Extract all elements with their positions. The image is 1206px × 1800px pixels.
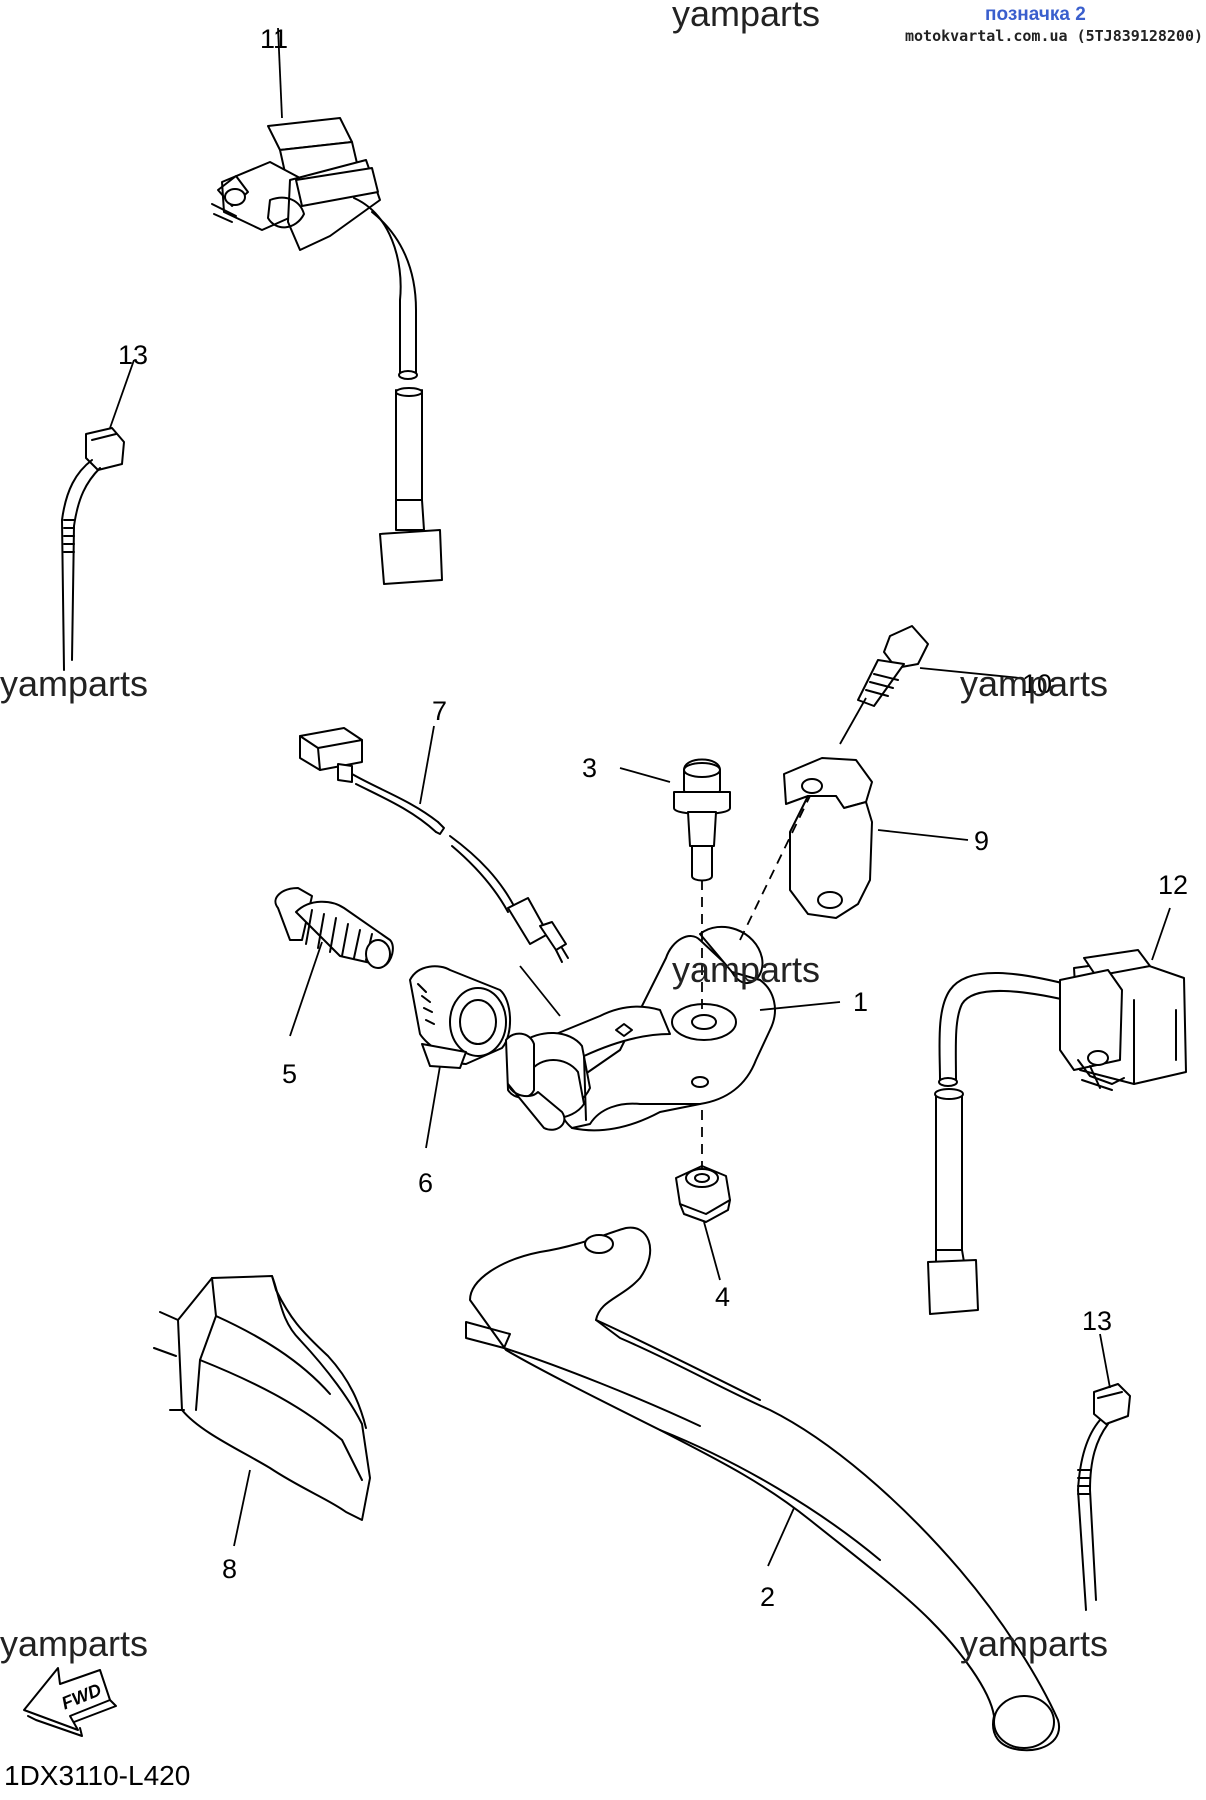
callout-11: 11 — [260, 24, 288, 54]
part-2-lever — [465, 1226, 1061, 1752]
watermark-right-mid: yamparts — [960, 663, 1108, 704]
part-10-bolt — [857, 625, 929, 707]
watermark-top: yamparts — [672, 0, 820, 34]
watermark-center: yamparts — [672, 949, 820, 990]
callout-9: 9 — [974, 826, 989, 856]
diagram-tag: позначка 2 — [985, 4, 1086, 25]
diagram-code: 1DX3110-L420 — [4, 1760, 191, 1791]
callout-7: 7 — [432, 696, 447, 726]
part-3-pivot-bolt — [673, 758, 731, 882]
callout-12: 12 — [1158, 870, 1188, 900]
watermark-left-mid: yamparts — [0, 663, 148, 704]
part-7-switch-lead — [299, 727, 569, 963]
callout-4: 4 — [715, 1282, 730, 1312]
callout-labels: 1 2 3 4 5 6 7 8 9 10 11 12 13 13 — [118, 24, 1188, 1612]
callout-1: 1 — [853, 987, 868, 1017]
callout-3: 3 — [582, 753, 597, 783]
callout-5: 5 — [282, 1059, 297, 1089]
callout-10: 10 — [1022, 669, 1052, 699]
part-8-lever-cover — [153, 1275, 371, 1521]
part-9-clamp — [783, 757, 873, 919]
watermarks: yamparts yamparts yamparts yamparts yamp… — [0, 0, 1108, 1664]
part-13-cable-tie-right — [1077, 1383, 1131, 1611]
part-1-lever-bracket — [505, 925, 776, 1132]
source-credit: motokvartal.com.ua (5TJ839128200) — [905, 27, 1204, 45]
part-12-handlebar-switch — [927, 949, 1187, 1315]
part-5-adjuster-sleeve — [274, 887, 394, 969]
callout-13-right: 13 — [1082, 1306, 1112, 1336]
part-4-nut — [675, 1165, 731, 1223]
watermark-right-bottom: yamparts — [960, 1623, 1108, 1664]
callout-8: 8 — [222, 1554, 237, 1584]
fwd-direction-badge: FWD — [23, 1667, 117, 1737]
callout-13-left: 13 — [118, 340, 148, 370]
callout-6: 6 — [418, 1168, 433, 1198]
part-6-adjuster-nut — [409, 965, 512, 1069]
assembly-lines — [109, 27, 1171, 1567]
watermark-left-bottom: yamparts — [0, 1623, 148, 1664]
callout-2: 2 — [760, 1582, 775, 1612]
part-13-cable-tie-left — [61, 427, 125, 671]
part-11-handlebar-switch — [211, 117, 443, 585]
